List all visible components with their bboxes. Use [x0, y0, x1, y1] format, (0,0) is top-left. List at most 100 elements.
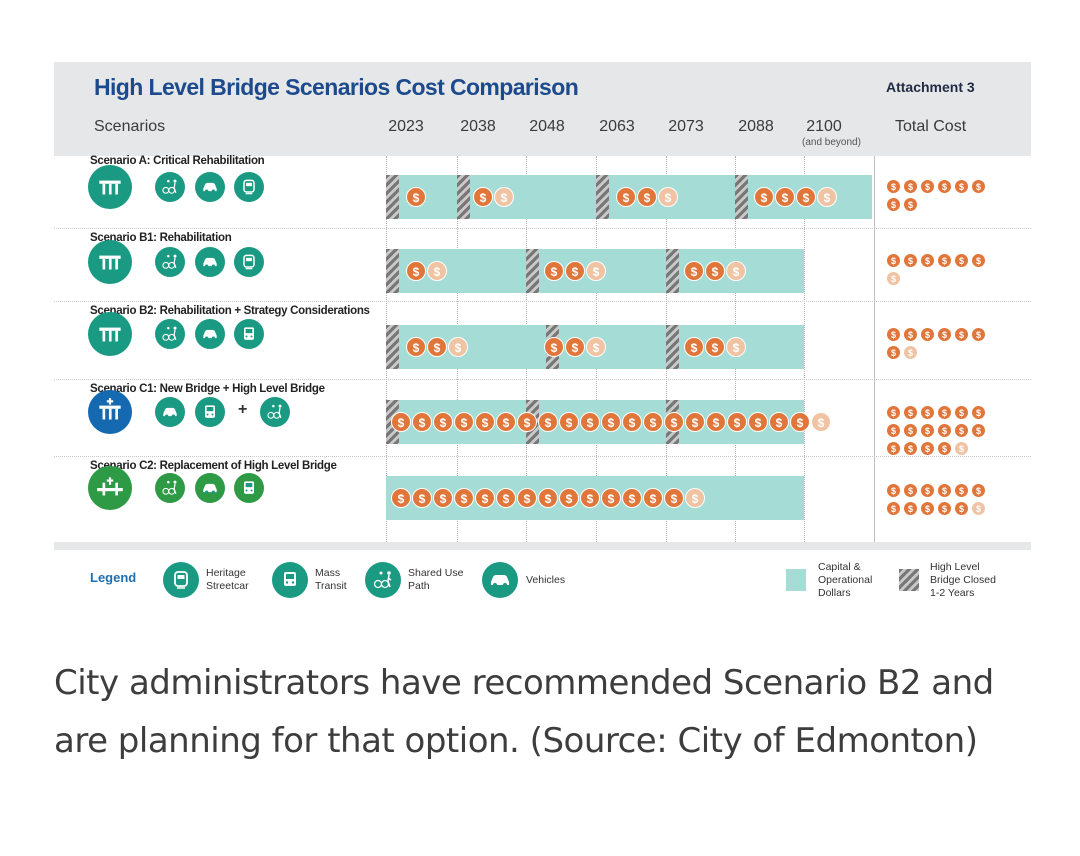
closure-hatch — [666, 325, 679, 369]
total-dollar-coin: $ — [886, 253, 901, 268]
legend-bridge-closed: High Level Bridge Closed 1-2 Years — [930, 561, 996, 599]
legend-title: Legend — [90, 570, 137, 585]
total-cost-header: Total Cost — [895, 118, 967, 135]
scenario-label: Scenario B1: Rehabilitation — [90, 232, 232, 244]
shared-use-path-icon — [155, 172, 185, 202]
scenario-label: Scenario A: Critical Rehabilitation — [90, 155, 265, 167]
vehicles-icon — [195, 473, 225, 503]
dollar-coin: $ — [538, 488, 558, 508]
dollar-coin: $ — [454, 488, 474, 508]
dollar-coin: $ — [817, 187, 837, 207]
scenario-label: Scenario B2: Rehabilitation + Strategy C… — [90, 305, 370, 317]
legend-capital-operational: Capital & Operational Dollars — [818, 561, 873, 599]
total-dollar-coin: $ — [886, 405, 901, 420]
dollar-coin: $ — [726, 337, 746, 357]
dollar-coin: $ — [684, 337, 704, 357]
total-dollar-coin: $ — [920, 483, 935, 498]
closure-hatch — [596, 175, 609, 219]
dollar-coin: $ — [565, 261, 585, 281]
total-dollar-coin: $ — [954, 483, 969, 498]
dollar-coin: $ — [664, 412, 684, 432]
total-dollar-coin: $ — [937, 423, 952, 438]
total-dollar-coin: $ — [920, 327, 935, 342]
year-2038: 2038 — [460, 118, 496, 135]
heritage-streetcar-icon — [163, 562, 199, 598]
heritage-bridge-icon — [88, 312, 132, 356]
legend-shared-use-path: Shared Use Path — [408, 567, 464, 592]
total-dollar-coin: $ — [920, 253, 935, 268]
total-dollar-coin: $ — [971, 501, 986, 516]
dollar-coin: $ — [727, 412, 747, 432]
heritage-streetcar-icon — [234, 172, 264, 202]
total-dollar-coin: $ — [937, 441, 952, 456]
dollar-coin: $ — [559, 412, 579, 432]
total-dollar-coin: $ — [971, 253, 986, 268]
mass-transit-icon — [195, 397, 225, 427]
attachment-label: Attachment 3 — [886, 79, 975, 95]
dollar-coin: $ — [406, 187, 426, 207]
total-dollar-coin: $ — [920, 441, 935, 456]
dollar-coin: $ — [391, 412, 411, 432]
closure-hatch — [386, 325, 399, 369]
bottom-band — [54, 542, 1031, 550]
row-divider — [54, 379, 1031, 380]
shared-use-path-icon — [260, 397, 290, 427]
legend-heritage-streetcar: Heritage Streetcar — [206, 567, 249, 592]
dollar-coin: $ — [427, 337, 447, 357]
dollar-coin: $ — [586, 337, 606, 357]
closure-hatch — [526, 249, 539, 293]
heritage-bridge-icon — [88, 165, 132, 209]
total-dollar-coin: $ — [954, 441, 969, 456]
year-2073: 2073 — [668, 118, 704, 135]
total-dollar-coin: $ — [920, 423, 935, 438]
dollar-coin: $ — [622, 488, 642, 508]
dollar-coin: $ — [726, 261, 746, 281]
dollar-coin: $ — [433, 412, 453, 432]
total-dollar-coin: $ — [937, 483, 952, 498]
dollar-coin: $ — [601, 412, 621, 432]
dollar-coin: $ — [601, 488, 621, 508]
total-dollar-coin: $ — [903, 483, 918, 498]
dollar-coin: $ — [494, 187, 514, 207]
dollar-coin: $ — [684, 261, 704, 281]
total-dollar-coin: $ — [886, 179, 901, 194]
total-dollar-coin: $ — [903, 405, 918, 420]
dollar-coin: $ — [586, 261, 606, 281]
shared-use-path-icon — [365, 562, 401, 598]
legend-vehicles: Vehicles — [526, 574, 566, 586]
total-dollar-coin: $ — [903, 501, 918, 516]
total-separator — [874, 156, 875, 542]
total-dollar-coin: $ — [886, 197, 901, 212]
total-dollar-coin: $ — [954, 405, 969, 420]
row-divider — [54, 456, 1031, 457]
image-caption: City administrators have recommended Sce… — [54, 663, 994, 761]
total-dollar-coin: $ — [886, 271, 901, 286]
legend-capital-swatch — [786, 569, 806, 591]
year-2100: 2100 — [806, 118, 842, 135]
dollar-coin: $ — [559, 488, 579, 508]
header-band — [54, 62, 1031, 156]
total-dollar-coin: $ — [903, 423, 918, 438]
shared-use-path-icon — [155, 247, 185, 277]
heritage-streetcar-icon — [234, 247, 264, 277]
infographic-title: High Level Bridge Scenarios Cost Compari… — [94, 74, 579, 100]
total-dollar-coin: $ — [971, 405, 986, 420]
total-dollar-coin: $ — [954, 423, 969, 438]
gridline — [804, 156, 805, 542]
dollar-coin: $ — [448, 337, 468, 357]
dollar-coin: $ — [454, 412, 474, 432]
vehicles-icon — [195, 247, 225, 277]
dollar-coin: $ — [622, 412, 642, 432]
dollar-coin: $ — [496, 488, 516, 508]
dollar-coin: $ — [705, 337, 725, 357]
dollar-coin: $ — [796, 187, 816, 207]
total-dollar-coin: $ — [886, 345, 901, 360]
vehicle-icon — [482, 562, 518, 598]
closure-hatch — [666, 249, 679, 293]
year-2063: 2063 — [599, 118, 635, 135]
plus-sign: + — [238, 401, 248, 418]
vehicles-icon — [195, 319, 225, 349]
total-dollar-coin: $ — [886, 423, 901, 438]
heritage-bridge-icon — [88, 240, 132, 284]
dollar-coin: $ — [775, 187, 795, 207]
